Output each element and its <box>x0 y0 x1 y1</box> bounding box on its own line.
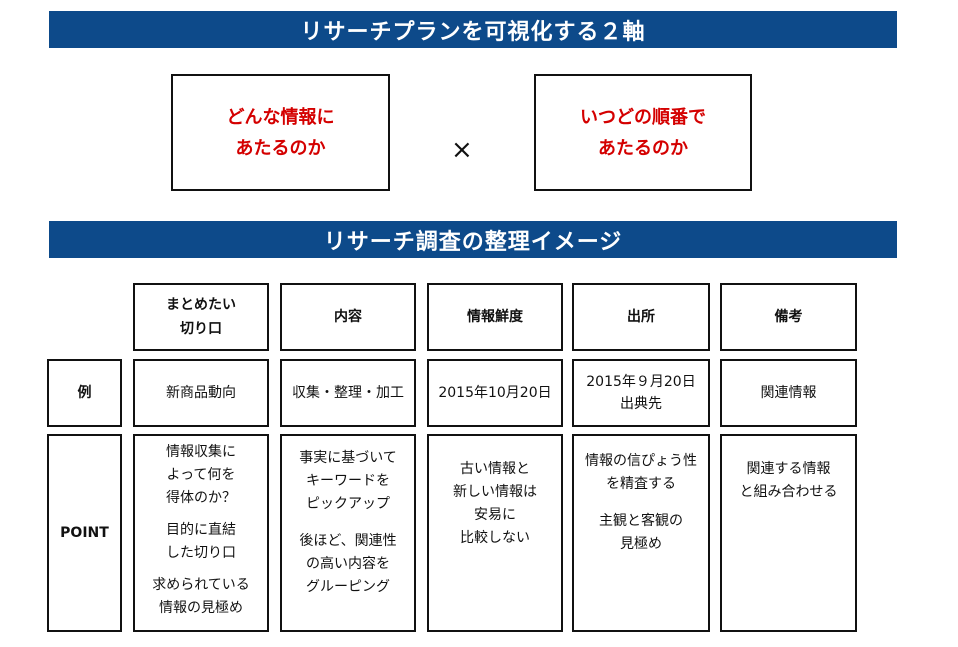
cell-text-line: 出典先 <box>620 396 662 412</box>
cell-text-line: 関連する情報 <box>746 461 831 477</box>
cell-text-line: 得体のか？ <box>166 490 236 506</box>
header-cell: 情報鮮度 <box>427 283 563 351</box>
cell-text-line: を精査する <box>606 476 676 492</box>
cell-text-line: まとめたい <box>166 297 236 313</box>
header-cell: 出所 <box>572 283 710 351</box>
cell-text-line: グルーピング <box>306 579 390 595</box>
cell-text-line: 関連情報 <box>760 385 817 401</box>
cell-text-line: 新しい情報は <box>453 484 537 500</box>
cell-text-line: 事実に基づいて <box>299 450 397 466</box>
axis-box-what-info: どんな情報に あたるのか <box>171 74 390 191</box>
axis-box-line: どんな情報に <box>226 106 335 128</box>
axis-box-when-order: いつどの順番で あたるのか <box>534 74 752 191</box>
cell-text-line: した切り口 <box>166 545 236 561</box>
cell-text-line: 主観と客観の <box>599 513 683 529</box>
header-cell: まとめたい切り口 <box>133 283 269 351</box>
cell-text-line: 情報鮮度 <box>467 309 523 325</box>
cell-text-line: 比較しない <box>460 530 530 546</box>
header-cell: 内容 <box>280 283 416 351</box>
example-cell: 2015年９月20日出典先 <box>572 359 710 427</box>
cell-text-line: 情報の信ぴょう性 <box>585 453 697 469</box>
point-cell: 事実に基づいてキーワードをピックアップ後ほど、関連性の高い内容をグルーピング <box>280 434 416 632</box>
times-symbol: × <box>451 135 473 165</box>
cell-text-line: 古い情報と <box>460 461 530 477</box>
cell-text-line: ピックアップ <box>306 496 390 512</box>
cell-text-line: 求められている <box>152 577 250 593</box>
point-cell: 情報の信ぴょう性を精査する主観と客観の見極め <box>572 434 710 632</box>
cell-text-line: 情報収集に <box>166 444 236 460</box>
cell-text-line: 切り口 <box>180 321 222 337</box>
point-cell: 関連する情報と組み合わせる <box>720 434 857 632</box>
example-cell: 関連情報 <box>720 359 857 427</box>
cell-text-line: よって何を <box>166 467 236 483</box>
cell-text-line: と組み合わせる <box>739 484 838 500</box>
axis-box-line: いつどの順番で <box>580 106 706 128</box>
section-title-table: リサーチ調査の整理イメージ <box>49 221 897 258</box>
cell-text-line: 目的に直結 <box>166 522 236 538</box>
cell-text-line: 後ほど、関連性 <box>299 533 397 549</box>
example-cell: 収集・整理・加工 <box>280 359 416 427</box>
row-label-point: POINT <box>47 434 122 632</box>
point-cell: 情報収集によって何を得体のか？ 目的に直結した切り口求められている情報の見極め <box>133 434 269 632</box>
cell-text-line: 新商品動向 <box>166 385 236 401</box>
cell-text-line: 2015年９月20日 <box>586 374 696 390</box>
cell-text-line: 内容 <box>334 309 362 325</box>
example-cell: 新商品動向 <box>133 359 269 427</box>
cell-text-line: 備考 <box>774 309 803 325</box>
cell-text-line: 2015年10月20日 <box>438 385 552 401</box>
axis-box-line: あたるのか <box>598 137 688 159</box>
row-label-example: 例 <box>47 359 122 427</box>
example-cell: 2015年10月20日 <box>427 359 563 427</box>
cell-text-line: 出所 <box>627 309 655 325</box>
point-cell: 古い情報と新しい情報は安易に比較しない <box>427 434 563 632</box>
cell-text-line: の高い内容を <box>306 556 390 572</box>
header-cell: 備考 <box>720 283 857 351</box>
section-title-axes: リサーチプランを可視化する２軸 <box>49 11 897 48</box>
axis-box-line: あたるのか <box>235 137 326 159</box>
cell-text-line: 情報の見極め <box>159 600 243 616</box>
cell-text-line: 安易に <box>474 507 516 523</box>
cell-text-line: 見極め <box>620 536 662 552</box>
cell-text-line: キーワードを <box>306 473 390 489</box>
cell-text-line: 収集・整理・加工 <box>292 385 404 401</box>
